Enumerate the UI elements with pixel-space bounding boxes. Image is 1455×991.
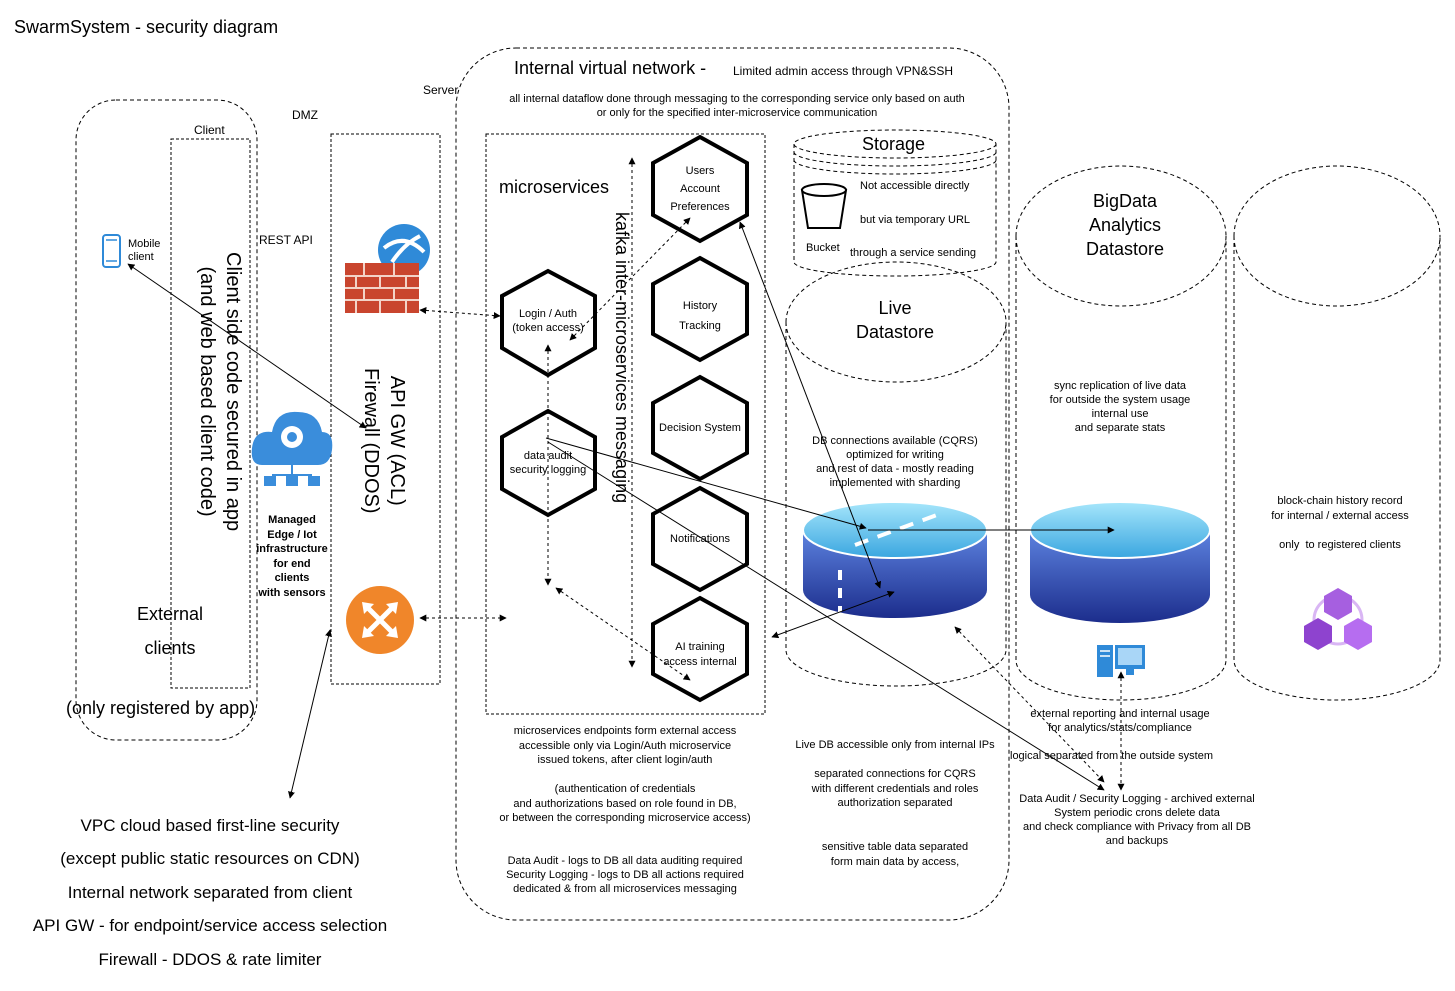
managed-edge-label: Managed Edge / Iot infrastructure for en…	[256, 514, 328, 599]
mobile-phone-icon	[102, 234, 121, 268]
registered-note: (only registered by app)	[66, 698, 256, 718]
vpc-note-1: (except public static resources on CDN)	[60, 849, 360, 868]
vpc-note-3: API GW - for endpoint/service access sel…	[32, 916, 388, 935]
vpc-note-4: Firewall - DDOS & rate limiter	[98, 950, 322, 969]
live-db-access-note: Live DB accessible only from internal IP…	[795, 739, 995, 868]
client-label: Client	[194, 123, 225, 137]
storage-line-2: but via temporary URL	[860, 214, 971, 226]
decision-service-label: Decision System	[659, 422, 741, 434]
hex-users	[651, 134, 749, 244]
audit-note: Data Audit - logs to DB all data auditin…	[506, 855, 744, 895]
router-icon	[346, 586, 414, 654]
mobile-client-label: Mobile client	[128, 238, 161, 263]
blockchain-cylinder	[1233, 165, 1441, 701]
external-clients-label: External clients	[136, 604, 204, 658]
microservices-label: microservices	[499, 177, 610, 197]
internal-network-subtitle: Limited admin access through VPN&SSH	[733, 64, 954, 78]
storage-line-3: through a service sending	[850, 247, 976, 259]
vpc-note-2: Internal network separated from client	[67, 883, 353, 902]
archive-note: Data Audit / Security Logging - archived…	[1019, 793, 1255, 847]
bigdata-title: BigData Analytics Datastore	[1085, 191, 1165, 259]
internal-network-title: Internal virtual network -	[514, 58, 707, 78]
live-db-icon	[802, 501, 988, 618]
vpc-note-0: VPC cloud based first-line security	[80, 816, 340, 835]
endpoints-note: microservices endpoints form external ac…	[499, 725, 751, 824]
external-reporting-note: external reporting and internal usage fo…	[1030, 708, 1210, 734]
client-code-label: Client side code secured in app (and web…	[196, 252, 244, 532]
bigdata-note: sync replication of live data for outsid…	[1049, 380, 1191, 434]
edge-cloud-icon	[251, 411, 333, 486]
blockchain-note: block-chain history record for internal …	[1271, 495, 1409, 551]
rest-api-label: REST API	[259, 233, 313, 247]
history-service-label: History Tracking	[679, 300, 721, 332]
audit-service-label: data audit security logging	[509, 450, 587, 476]
microservices-box	[485, 133, 766, 715]
ai-service-label: AI training access internal	[663, 641, 737, 668]
bigdata-db-icon	[1029, 501, 1211, 623]
kafka-label: kafka inter-microservices messaging	[612, 212, 632, 504]
blockchain-icon	[1304, 588, 1372, 650]
live-datastore-note: DB connections available (CQRS) optimize…	[812, 435, 978, 489]
login-service-label: Login / Auth (token access)	[512, 308, 584, 334]
internal-network-note: all internal dataflow done through messa…	[509, 93, 965, 119]
storage-title: Storage	[862, 134, 926, 154]
diagram-title: SwarmSystem - security diagram	[14, 17, 279, 37]
users-service-label: Users Account Preferences	[670, 165, 730, 213]
server-zone	[455, 47, 1010, 921]
live-datastore-title: Live Datastore	[855, 298, 935, 342]
storage-line-1: Not accessible directly	[860, 180, 970, 192]
logical-separation-note: logical separated from the outside syste…	[1010, 750, 1213, 762]
bucket-icon	[800, 183, 848, 229]
notifications-service-label: Notifications	[670, 533, 730, 545]
server-label: Server	[423, 83, 459, 97]
dmz-label: DMZ	[292, 108, 318, 122]
bucket-label: Bucket	[806, 242, 840, 254]
api-gw-label: API GW (ACL) Firewall (DDOS)	[360, 368, 408, 514]
firewall-icon	[345, 224, 430, 313]
